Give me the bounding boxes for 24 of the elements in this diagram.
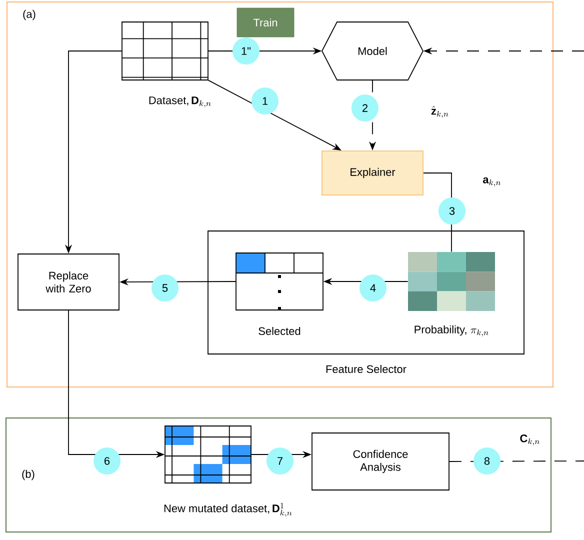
panel-label: (a) (23, 10, 36, 20)
drawing-caption: Probability, $\pi_{k,n}$ (414, 325, 488, 337)
step-badge: 3 (438, 198, 466, 224)
train-tag: Train (236, 8, 294, 38)
step-badge: 8 (474, 448, 500, 474)
step-badge: 2 (352, 94, 378, 122)
explainer-box: Explainer (322, 150, 424, 196)
math-label: $\mathbf{a}_{k,n}$ (482, 176, 502, 188)
step-badge: 4 (360, 274, 386, 302)
math-label: $\hat{\mathbf{z}}_{k,n}$ (430, 105, 450, 119)
step-badge: 6 (94, 448, 120, 474)
panel-label: (b) (22, 470, 34, 480)
group-caption: Feature Selector (326, 364, 406, 374)
model-hexagon: Model (322, 22, 424, 80)
process-box: Replace with Zero (18, 254, 120, 310)
step-badge: 1" (232, 38, 260, 64)
drawing-caption: Selected (258, 326, 300, 336)
step-badge: 1 (252, 88, 278, 114)
step-badge: 7 (266, 448, 294, 474)
table-caption: Dataset, $\mathbf{D}_{k,n}$ (149, 96, 211, 108)
process-box: Confidence Analysis (312, 432, 450, 490)
math-label: $\mathbf{C}_{k,n}$ (518, 434, 542, 446)
table-caption: New mutated dataset, $\mathbf{D}^{1}_{k,n}$ (164, 502, 292, 517)
step-badge: 5 (152, 274, 178, 302)
